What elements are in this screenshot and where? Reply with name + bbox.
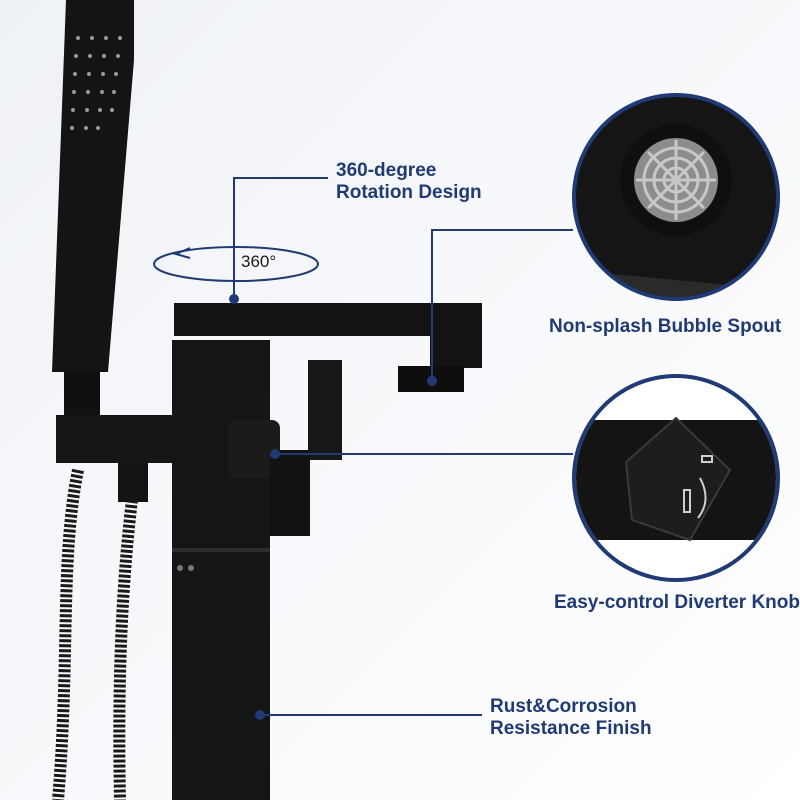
knob-callout: Easy-control Diverter Knob <box>554 592 800 613</box>
spout-marker-dot <box>427 376 437 386</box>
spout-zoom-inset <box>572 93 780 301</box>
rotation-marker-dot <box>229 294 239 304</box>
shower-hose <box>52 468 84 800</box>
rotation-ellipse <box>153 246 319 282</box>
knob-marker-dot <box>270 449 280 459</box>
finish-marker-dot <box>255 710 265 720</box>
hand-shower <box>52 0 134 422</box>
rotation-callout-line2: Rotation Design <box>336 182 482 203</box>
rotation-callout: 360-degree Rotation Design <box>336 160 482 204</box>
rotation-leader-line <box>233 177 328 300</box>
finish-callout: Rust&Corrosion Resistance Finish <box>490 696 652 740</box>
shower-hose-lower <box>113 499 138 800</box>
spout-arm <box>174 303 482 368</box>
spout-callout: Non-splash Bubble Spout <box>549 316 782 337</box>
finish-callout-line2: Resistance Finish <box>490 718 652 739</box>
finish-callout-line1: Rust&Corrosion <box>490 696 637 717</box>
spray-nozzles-icon <box>70 36 122 130</box>
knob-zoom-inset <box>572 374 780 582</box>
diverter-arrow-icon <box>683 455 713 519</box>
faucet-column <box>172 340 270 800</box>
degree-marker: 360° <box>241 252 277 271</box>
aerator-mesh-icon <box>636 140 716 220</box>
diverter-knob <box>228 420 280 478</box>
rotation-callout-line1: 360-degree <box>336 160 437 181</box>
spout-leader-line <box>431 229 573 380</box>
